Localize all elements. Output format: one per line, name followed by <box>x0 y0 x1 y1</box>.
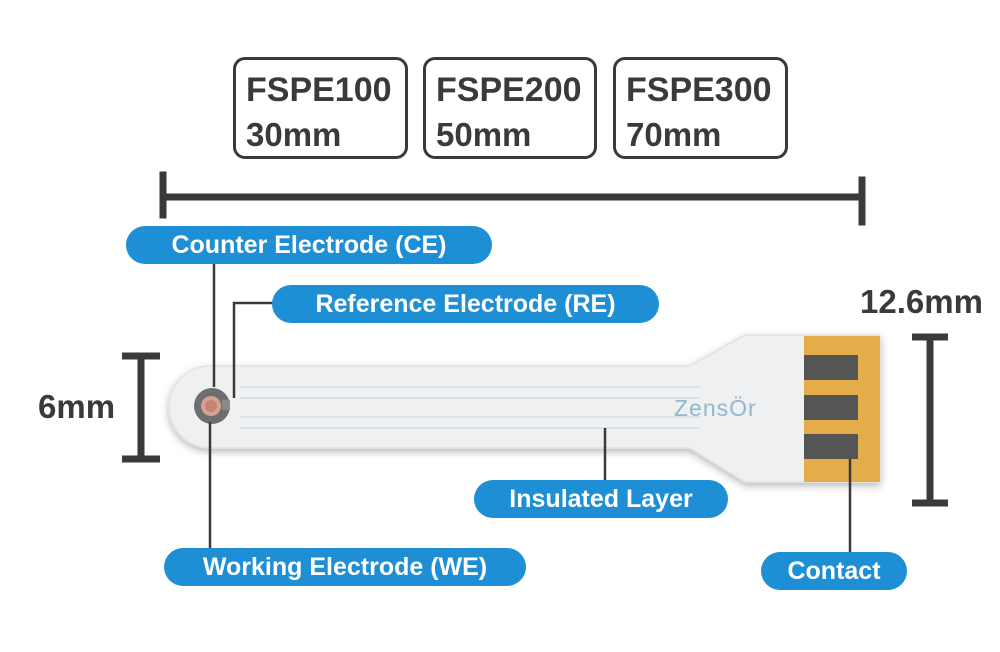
contact-dimension-label: 12.6mm <box>860 283 983 320</box>
brand-logo: ZensÖr <box>674 395 757 421</box>
contact-stripe <box>804 395 858 420</box>
width-dimension-label: 6mm <box>38 388 116 425</box>
variant-box-fspe100: FSPE100 30mm <box>233 57 408 159</box>
sensor-strip <box>168 334 881 483</box>
insulated-layer-label: Insulated Layer <box>474 480 728 518</box>
variant-model: FSPE200 <box>436 71 582 109</box>
contact-dimension-bar <box>912 333 948 507</box>
electrode-traces <box>240 386 700 429</box>
variant-model: FSPE100 <box>246 71 392 109</box>
electrode-cluster <box>194 388 230 424</box>
variant-length: 30mm <box>246 115 342 153</box>
length-dimension-bar <box>159 171 866 226</box>
leader-lines <box>208 262 852 552</box>
contact-label: Contact <box>761 552 907 590</box>
working-electrode-label: Working Electrode (WE) <box>164 548 526 586</box>
variant-box-fspe200: FSPE200 50mm <box>423 57 597 159</box>
contact-stripe <box>804 434 858 459</box>
contact-pad <box>804 336 880 482</box>
width-dimension-bar <box>122 352 160 463</box>
variant-length: 70mm <box>626 115 722 153</box>
contact-stripe <box>804 355 858 380</box>
variant-model: FSPE300 <box>626 71 772 109</box>
counter-electrode-label: Counter Electrode (CE) <box>126 226 492 264</box>
variant-length: 50mm <box>436 115 532 153</box>
reference-electrode-label: Reference Electrode (RE) <box>272 285 659 323</box>
variant-box-fspe300: FSPE300 70mm <box>613 57 788 159</box>
